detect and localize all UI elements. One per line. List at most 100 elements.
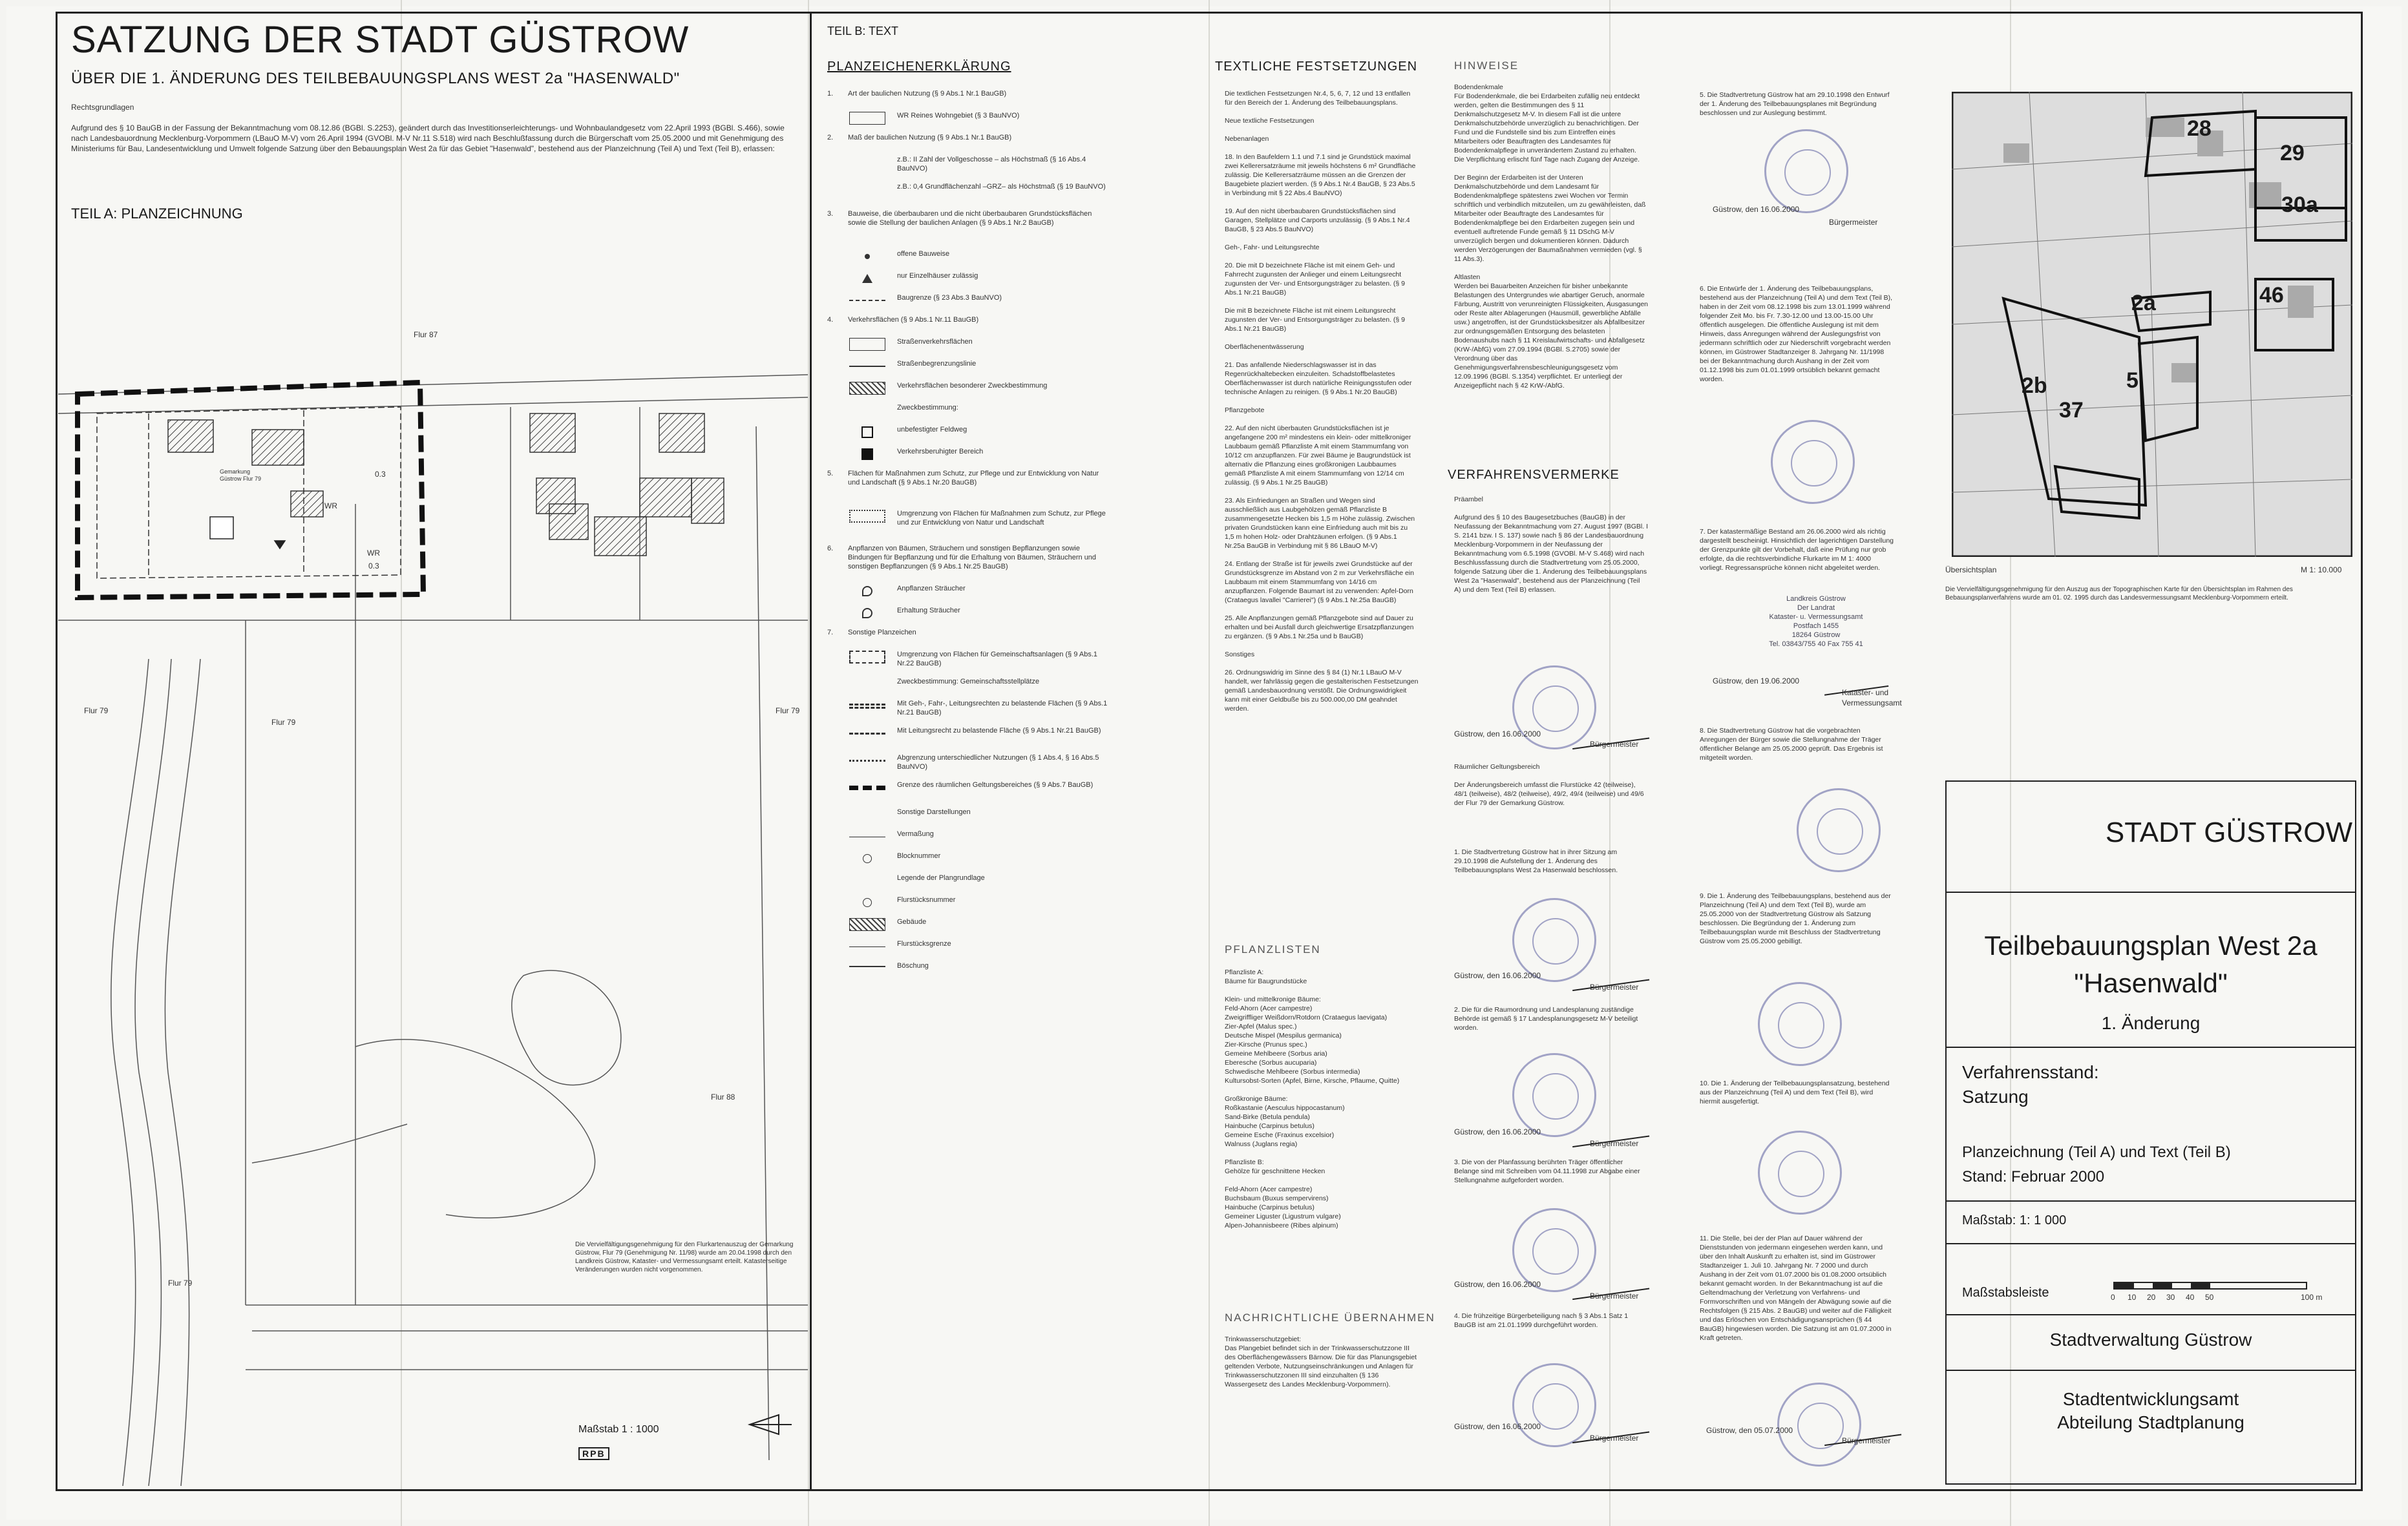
fold-line <box>1609 0 1611 1526</box>
legend-symbol-icon <box>848 873 887 888</box>
legend-item: Umgrenzung von Flächen für Maßnahmen zum… <box>827 509 1112 527</box>
legend-symbol-icon <box>848 780 887 795</box>
legend-symbol-icon <box>848 961 887 976</box>
date-line: Güstrow, den 16.06.2000 <box>1454 1127 1541 1136</box>
grz-label: 0.3 <box>375 470 386 479</box>
parcel-label: Flur 79 <box>84 706 109 715</box>
mayor-label: Bürgermeister <box>1590 1139 1639 1148</box>
procedure-item: 3. Die von der Planfassung berührten Trä… <box>1454 1158 1640 1184</box>
legend-item: Zweckbestimmung: <box>827 403 1112 417</box>
scalebar-tick: 0 <box>2111 1293 2115 1302</box>
legend-item-number: 2. <box>827 134 834 141</box>
legend-item-text: Sonstige Darstellungen <box>897 808 971 816</box>
legend-symbol-icon <box>848 830 887 844</box>
overview-area-label: 29 <box>2280 141 2305 165</box>
legend-item: Verkehrsberuhigter Bereich <box>827 447 1112 461</box>
date-line: Güstrow, den 16.06.2000 <box>1713 205 1800 214</box>
legend-item: 2.Maß der baulichen Nutzung (§ 9 Abs.1 N… <box>827 133 1112 142</box>
legend-item-text: Abgrenzung unterschiedlicher Nutzungen (… <box>897 754 1099 771</box>
legend-item-number: 5. <box>827 470 834 477</box>
procedure-title: VERFAHRENSVERMERKE <box>1448 468 1620 482</box>
legend-item-text: Flurstücksgrenze <box>897 940 951 948</box>
date-line: Güstrow, den 16.06.2000 <box>1454 729 1541 738</box>
frame-divider <box>810 12 812 1491</box>
title-divider <box>1945 1370 2356 1371</box>
overview-note: Die Vervielfältigungsgenehmigung für den… <box>1945 586 2293 601</box>
zone-label-wr: WR <box>324 501 337 510</box>
plan-scale: Maßstab 1 : 1000 <box>578 1424 659 1435</box>
hints-text: Bodendenkmale Für Bodendenkmale, die bei… <box>1454 83 1648 390</box>
legend-item-text: Legende der Plangrundlage <box>897 874 985 882</box>
legend-symbol-icon <box>848 111 887 125</box>
legend-symbol-icon <box>848 271 887 286</box>
legend-symbol-icon <box>848 337 887 351</box>
cadastre-sign-label: Kataster- und Vermessungsamt <box>1842 688 1902 707</box>
legend-item: unbefestigter Feldweg <box>827 425 1112 439</box>
overview-area-label: 28 <box>2187 116 2212 141</box>
legend-symbol-icon <box>848 425 887 439</box>
legend-item: 4.Verkehrsflächen (§ 9 Abs.1 Nr.11 BauGB… <box>827 315 1112 324</box>
overview-area-label: 30a <box>2281 193 2318 217</box>
hints-title: HINWEISE <box>1454 59 1519 72</box>
legend-item: Straßenbegrenzungslinie <box>827 359 1112 373</box>
overview-map <box>1952 92 2352 557</box>
fold-line <box>1209 0 1210 1526</box>
legend-item: 1.Art der baulichen Nutzung (§ 9 Abs.1 N… <box>827 89 1112 98</box>
legend-item: Legende der Plangrundlage <box>827 873 1112 888</box>
legend-item: Mit Geh-, Fahr-, Leitungsrechten zu bela… <box>827 699 1112 717</box>
mayor-label: Bürgermeister <box>1590 740 1639 749</box>
legend-item: Grenze des räumlichen Geltungsbereiches … <box>827 780 1112 795</box>
mayor-label: Bürgermeister <box>1829 218 1878 227</box>
fold-line <box>2010 0 2011 1526</box>
overview-area-label: 2a <box>2131 291 2156 315</box>
notes-title: NACHRICHTLICHE ÜBERNAHMEN <box>1225 1312 1435 1324</box>
legend-item-text: Mit Geh-, Fahr-, Leitungsrechten zu bela… <box>897 700 1108 716</box>
legend-symbol-icon <box>848 509 887 523</box>
city-seal-stamp <box>1777 1383 1861 1467</box>
legend-item-text: offene Bauweise <box>897 250 950 258</box>
parcel-label: Flur 79 <box>271 718 296 727</box>
title-divider <box>1945 1047 2356 1048</box>
city-seal-stamp <box>1764 129 1848 213</box>
title-divider <box>1945 1243 2356 1244</box>
title-divider <box>1945 1200 2356 1202</box>
legend-symbol-icon <box>848 293 887 308</box>
procedure-preamble: Präambel Aufgrund des § 10 des Baugesetz… <box>1454 496 1648 594</box>
status-label: Verfahrensstand: <box>1962 1062 2099 1082</box>
legend-item: 7.Sonstige Planzeichen <box>827 628 1112 637</box>
legend-item-text: Bauweise, die überbaubaren und die nicht… <box>848 210 1092 227</box>
plants-text: Pflanzliste A: Bäume für Baugrundstücke … <box>1225 968 1400 1229</box>
grz-label: 0.3 <box>368 561 379 570</box>
procedure-item: 4. Die frühzeitige Bürgerbeteiligung nac… <box>1454 1312 1629 1329</box>
legend-item-text: Verkehrsflächen (§ 9 Abs.1 Nr.11 BauGB) <box>848 316 979 324</box>
legend-symbol-icon <box>848 447 887 461</box>
legend-symbol-icon <box>848 939 887 954</box>
plan-drawing <box>58 374 808 1486</box>
legend-item: Böschung <box>827 961 1112 976</box>
parcel-label: Flur 79 <box>168 1279 193 1288</box>
legend-item: Gebäude <box>827 917 1112 932</box>
procedure-item: 7. Der katastermäßige Bestand am 26.06.2… <box>1700 528 1894 572</box>
city-seal-stamp <box>1758 1131 1842 1215</box>
date-line: Güstrow, den 19.06.2000 <box>1713 676 1800 685</box>
legend-item-text: Flächen für Maßnahmen zum Schutz, zur Pf… <box>848 470 1099 486</box>
legend-item-text: Anpflanzen von Bäumen, Sträuchern und so… <box>848 545 1097 570</box>
legend-item: 3.Bauweise, die überbaubaren und die nic… <box>827 209 1112 227</box>
parcel-label: Flur 88 <box>711 1092 735 1102</box>
status-value: Satzung <box>1962 1087 2029 1107</box>
legend-symbol-icon <box>848 359 887 373</box>
legend-symbol-icon <box>848 753 887 768</box>
legend-symbol-icon <box>848 249 887 264</box>
date-line: Güstrow, den 16.06.2000 <box>1454 971 1541 980</box>
legend-item-text: Böschung <box>897 962 929 970</box>
date-line: Güstrow, den 16.06.2000 <box>1454 1422 1541 1431</box>
legend-symbol-icon <box>848 155 887 169</box>
mayor-label: Bürgermeister <box>1590 983 1639 992</box>
legend-item: Straßenverkehrsflächen <box>827 337 1112 351</box>
legend-symbol-icon <box>848 182 887 196</box>
title-divider <box>1945 892 2356 893</box>
legend-item-text: Art der baulichen Nutzung (§ 9 Abs.1 Nr.… <box>848 90 1007 98</box>
plan-date: Stand: Februar 2000 <box>1962 1168 2105 1186</box>
scalebar <box>2113 1282 2307 1290</box>
title-block <box>1945 780 2356 1485</box>
